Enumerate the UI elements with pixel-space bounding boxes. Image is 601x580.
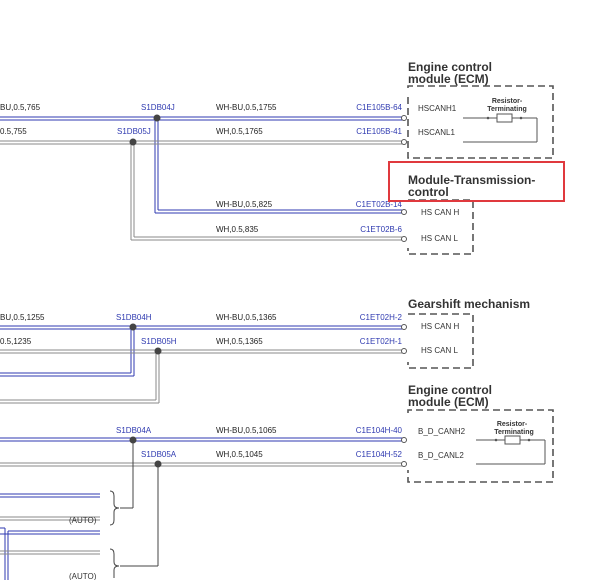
wire-label-w6: WH,0.5,835 bbox=[216, 225, 259, 234]
ecm-bottom-resistor-label-1: Resistor- bbox=[497, 421, 528, 428]
connector-label-c2: C1E105B-41 bbox=[356, 127, 402, 136]
ecm-bottom-title-1: Engine control bbox=[408, 383, 492, 397]
ecm-top-pin-low: HSCANL1 bbox=[418, 128, 455, 137]
can-low-wire-bottom bbox=[0, 462, 405, 467]
connector-label-c3: C1ET02B-14 bbox=[356, 200, 403, 209]
wire-label-w3: WH-BU,0.5,1755 bbox=[216, 103, 277, 112]
wire-label-w2: 0.5,755 bbox=[0, 127, 27, 136]
wire-label-w1: BU,0.5,765 bbox=[0, 103, 41, 112]
splice-label-s6: S1DB05A bbox=[141, 450, 177, 459]
tcm-module: Module-Transmission- control HS CAN H HS… bbox=[407, 173, 535, 255]
ecm-top-pin-high: HSCANH1 bbox=[418, 104, 457, 113]
connector-label-c6: C1ET02H-1 bbox=[360, 337, 403, 346]
wire-label-w5: WH-BU,0.5,825 bbox=[216, 200, 273, 209]
splice-label-s5: S1DB04A bbox=[116, 426, 152, 435]
splice-label-s3: S1DB04H bbox=[116, 313, 152, 322]
gearshift-title: Gearshift mechanism bbox=[408, 297, 530, 311]
connector-label-c5: C1ET02H-2 bbox=[360, 313, 403, 322]
auto-label-1: (AUTO) bbox=[69, 516, 97, 525]
ecm-top-module: Engine control module (ECM) HSCANH1 HSCA… bbox=[407, 60, 554, 159]
pin-terminal bbox=[401, 236, 407, 242]
splice-dot-s3 bbox=[129, 323, 137, 331]
ecm-bottom-pin-low: B_D_CANL2 bbox=[418, 451, 464, 460]
wire-label-w7: BU,0.5,1255 bbox=[0, 313, 45, 322]
pin-terminal bbox=[401, 139, 407, 145]
tcm-pin-high: HS CAN H bbox=[421, 208, 459, 217]
bundle-wires-auto-2 bbox=[0, 527, 120, 580]
tcm-title-1: Module-Transmission- bbox=[408, 173, 535, 187]
connector-label-c4: C1ET02B-6 bbox=[360, 225, 402, 234]
gearshift-module: Gearshift mechanism HS CAN H HS CAN L bbox=[407, 297, 530, 369]
highlight-box bbox=[388, 161, 565, 202]
ecm-bottom-resistor-label-2: Terminating bbox=[494, 429, 534, 436]
ecm-top-resistor-label-2: Terminating bbox=[487, 106, 527, 113]
gearshift-pin-low: HS CAN L bbox=[421, 346, 458, 355]
tcm-pin-low: HS CAN L bbox=[421, 234, 458, 243]
splice-label-s4: S1DB05H bbox=[141, 337, 177, 346]
splice-dot-s1 bbox=[153, 114, 161, 122]
resistor-symbol bbox=[504, 435, 521, 445]
pin-terminal bbox=[401, 209, 407, 215]
splice-label-s2: S1DB05J bbox=[117, 127, 151, 136]
ecm-bottom-pin-high: B_D_CANH2 bbox=[418, 427, 466, 436]
can-low-wire-middle bbox=[0, 349, 405, 404]
wire-label-w10: WH,0.5,1365 bbox=[216, 337, 263, 346]
can-high-wire-top bbox=[0, 116, 405, 214]
ecm-top-title-1: Engine control bbox=[408, 60, 492, 74]
wire-label-w8: 0.5,1235 bbox=[0, 337, 32, 346]
splice-dot-s2 bbox=[129, 138, 137, 146]
ecm-top-resistor-label-1: Resistor- bbox=[492, 98, 523, 105]
connector-label-c7: C1E104H-40 bbox=[356, 426, 403, 435]
splice-label-s1: S1DB04J bbox=[141, 103, 175, 112]
tcm-title-2: control bbox=[408, 185, 449, 199]
gearshift-pin-high: HS CAN H bbox=[421, 322, 459, 331]
can-high-wire-bottom bbox=[0, 437, 405, 442]
splice-dot-s4 bbox=[154, 347, 162, 355]
connector-label-c1: C1E105B-64 bbox=[356, 103, 402, 112]
ecm-bottom-module: Engine control module (ECM) B_D_CANH2 B_… bbox=[407, 383, 554, 483]
ecm-bottom-title-2: module (ECM) bbox=[408, 395, 489, 409]
bundle-wires-auto-1 bbox=[0, 490, 120, 526]
wire-label-w12: WH,0.5,1045 bbox=[216, 450, 263, 459]
auto-label-2: (AUTO) bbox=[69, 572, 97, 580]
pin-terminal bbox=[401, 437, 407, 443]
pin-terminal bbox=[401, 324, 407, 330]
can-high-wire-middle bbox=[0, 325, 405, 377]
pin-terminal bbox=[401, 461, 407, 467]
connector-label-c8: C1E104H-52 bbox=[356, 450, 403, 459]
pin-terminal bbox=[401, 348, 407, 354]
resistor-symbol bbox=[496, 113, 513, 123]
ecm-top-title-2: module (ECM) bbox=[408, 72, 489, 86]
pin-terminal bbox=[401, 115, 407, 121]
can-low-wire-top bbox=[0, 140, 405, 241]
wire-label-w11: WH-BU,0.5,1065 bbox=[216, 426, 277, 435]
wire-label-w4: WH,0.5,1765 bbox=[216, 127, 263, 136]
wire-label-w9: WH-BU,0.5,1365 bbox=[216, 313, 277, 322]
